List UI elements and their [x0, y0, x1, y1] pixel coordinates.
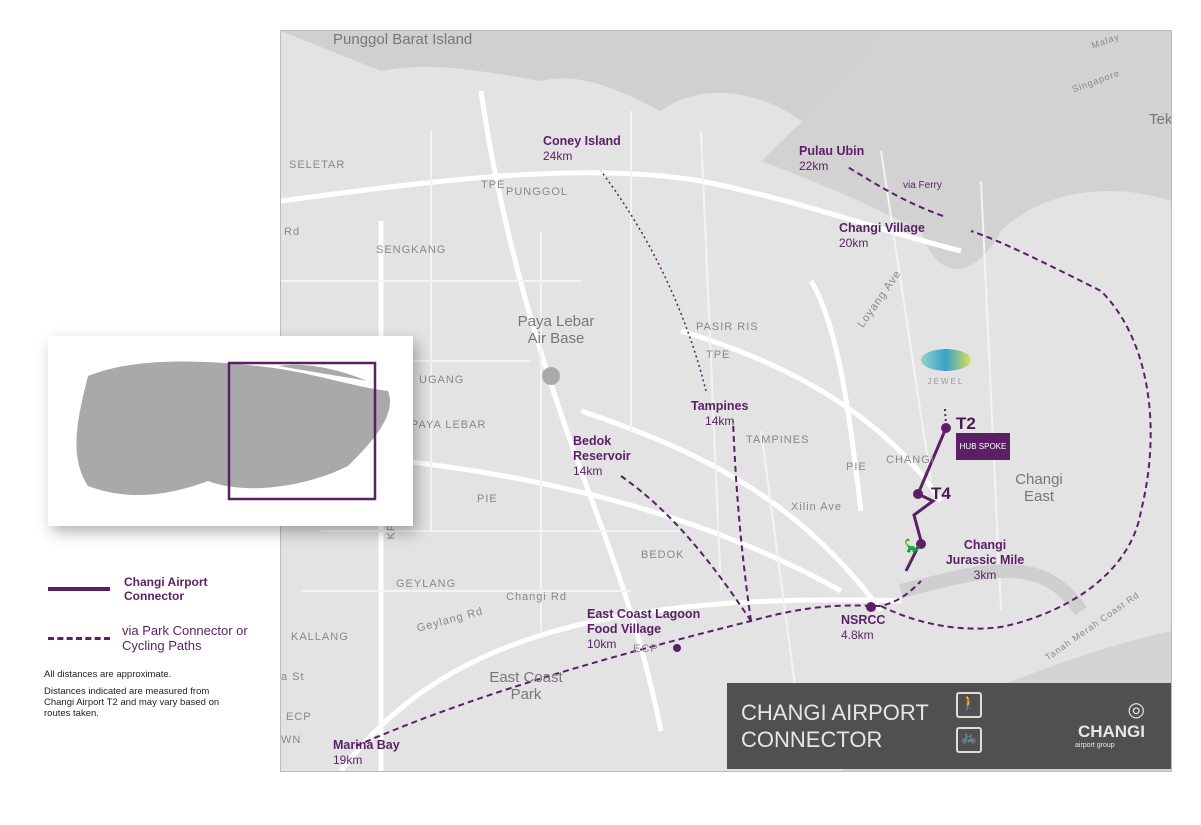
label-bedok: BEDOK [641, 549, 685, 561]
dest-distance: 10km [587, 637, 617, 651]
banner-line2: CONNECTOR [741, 727, 883, 752]
terminal-t2[interactable]: T2 [956, 414, 976, 433]
dest-name: Tampines [691, 399, 749, 413]
terminal-t4[interactable]: T4 [931, 484, 951, 503]
solid-line-swatch [48, 587, 110, 591]
via-ferry-label: via Ferry [903, 180, 942, 191]
dinosaur-icon: 🦕 [904, 538, 921, 553]
jewel-text: JEWEL [927, 377, 965, 386]
label-tampines-area: TAMPINES [746, 434, 810, 446]
dest-distance: 3km [973, 568, 997, 582]
legend-park-label: via Park Connector or Cycling Paths [122, 623, 248, 653]
label-paya-lebar-air-base: Paya Lebar Air Base [517, 313, 595, 347]
label-tek: Tek [1149, 111, 1172, 128]
label-tpe-2: TPE [706, 349, 731, 361]
singapore-silhouette [76, 361, 390, 501]
banner-line1: CHANGI AIRPORT [741, 700, 929, 725]
label-changi-area: CHANGI [886, 454, 935, 466]
label-sengkang: SENGKANG [376, 244, 447, 256]
dest-name: Bedok Reservoir [573, 434, 631, 463]
walking-icon: 🚶 [956, 692, 982, 718]
dest-name: East Coast Lagoon Food Village [587, 607, 701, 636]
label-paya-lebar: PAYA LEBAR [411, 419, 487, 431]
dest-distance: 14km [573, 464, 603, 478]
label-changi-rd: Changi Rd [506, 591, 567, 603]
label-geylang: GEYLANG [396, 578, 457, 590]
jewel-logo: JEWEL [921, 349, 971, 389]
label-pie-2: PIE [477, 493, 498, 505]
label-rd: Rd [284, 226, 301, 238]
dest-name: Coney Island [543, 134, 621, 148]
label-ecp: ECP [633, 643, 659, 655]
legend: Changi Airport Connector via Park Connec… [44, 575, 274, 719]
dest-distance: 19km [333, 753, 363, 767]
dest-name: Marina Bay [333, 738, 400, 752]
label-punggol: PUNGGOL [506, 186, 569, 198]
dest-name: Changi Jurassic Mile [945, 538, 1025, 567]
dest-name: Changi Village [839, 221, 925, 235]
legend-connector: Changi Airport Connector [48, 575, 274, 603]
label-pasir-ris: PASIR RIS [696, 321, 759, 333]
dest-distance: 22km [799, 159, 829, 173]
singapore-inset-map [48, 336, 413, 526]
dest-distance: 24km [543, 149, 573, 163]
dest-name: NSRCC [841, 613, 886, 627]
label-st: a St [281, 671, 305, 683]
legend-park: via Park Connector or Cycling Paths [48, 623, 274, 653]
legend-connector-label: Changi Airport Connector [124, 575, 208, 603]
dest-distance: 4.8km [841, 628, 874, 642]
note-measured: Distances indicated are measured from Ch… [44, 686, 220, 719]
label-east-coast-park: East Coast Park [489, 669, 563, 703]
hubspoke-logo: HUB SPOKE [956, 433, 1010, 460]
map[interactable]: Punggol Barat Island SELETAR TPE PUNGGOL… [280, 30, 1172, 772]
dest-name: Pulau Ubin [799, 144, 865, 158]
label-xilin-ave: Xilin Ave [791, 501, 842, 513]
cycling-icon: 🚲 [956, 727, 982, 753]
label-kallang: KALLANG [291, 631, 349, 643]
label-changi-east: Changi East [1015, 471, 1063, 505]
label-pie: PIE [846, 461, 867, 473]
dest-distance: 14km [705, 414, 735, 428]
brand-name: CHANGI [1077, 722, 1145, 741]
label-wn: WN [281, 734, 302, 746]
brand-sub: airport group [1075, 742, 1115, 749]
dashed-line-swatch [48, 636, 110, 640]
label-ugang: UGANG [419, 374, 465, 386]
label-punggol-barat: Punggol Barat Island [333, 31, 473, 48]
label-tpe: TPE [481, 179, 506, 191]
label-seletar: SELETAR [289, 159, 346, 171]
label-ecp-2: ECP [286, 711, 312, 723]
dest-distance: 20km [839, 236, 869, 250]
note-approximate: All distances are approximate. [44, 669, 172, 680]
changi-swirl-icon: ◎ [1127, 699, 1145, 721]
